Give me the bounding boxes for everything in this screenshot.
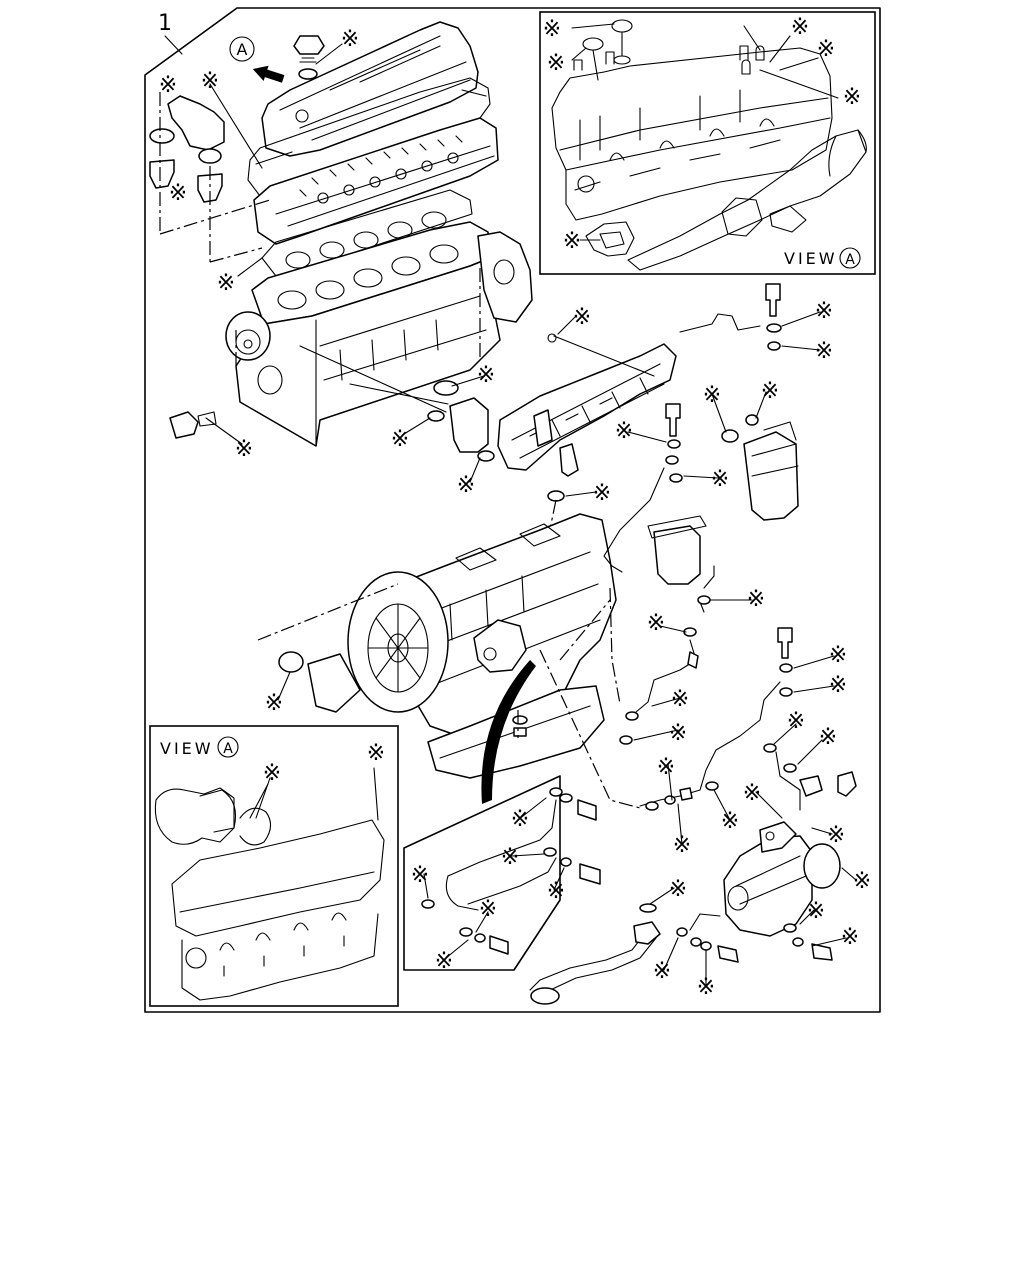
callout-asterisk: ※ (673, 833, 691, 858)
callout-asterisk: ※ (235, 437, 253, 462)
callout-asterisk: ※ (761, 379, 779, 404)
view-a-top-inset: VIEW A (539, 11, 876, 275)
callout-asterisks: ※ ※ ※ ※ ※ ※ ※ ※ ※ ※ ※ ※ ※ ※ ※ ※ ※ ※ ※ ※ … (159, 15, 871, 1000)
callout-asterisk: ※ (787, 709, 805, 734)
callout-asterisk: ※ (829, 673, 847, 698)
view-a-callout: A (229, 36, 285, 83)
view-direction-arrow (252, 65, 285, 83)
callout-asterisk: ※ (457, 473, 475, 498)
callout-asterisk: ※ (411, 863, 429, 888)
callout-letter: A (237, 40, 248, 59)
callout-asterisk: ※ (671, 687, 689, 712)
callout-asterisk: ※ (853, 869, 871, 894)
callout-asterisk: ※ (807, 899, 825, 924)
callout-asterisk: ※ (657, 755, 675, 780)
callout-asterisk: ※ (615, 419, 633, 444)
callout-asterisk: ※ (841, 925, 859, 950)
callout-asterisk: ※ (593, 481, 611, 506)
callout-asterisk: ※ (573, 305, 591, 330)
callout-asterisk: ※ (435, 949, 453, 974)
air-compressor (529, 821, 841, 1005)
callout-asterisk: ※ (747, 587, 765, 612)
engine-block-assembly (149, 21, 533, 462)
pipe-subassembly-arrow (481, 660, 536, 804)
callout-asterisk: ※ (653, 959, 671, 984)
callout-asterisk: ※ (201, 69, 219, 94)
item-number: 1 (158, 11, 172, 36)
callout-asterisk: ※ (159, 73, 177, 98)
view-a-bottom-letter: A (223, 741, 233, 757)
item-leader (164, 35, 183, 55)
callout-asterisk: ※ (217, 271, 235, 296)
callout-asterisk: ※ (547, 879, 565, 904)
view-a-top-letter: A (845, 252, 855, 268)
callout-asterisk: ※ (341, 27, 359, 52)
callout-asterisk: ※ (791, 15, 809, 40)
callout-asterisk: ※ (829, 643, 847, 668)
pipe-subassembly-inset (403, 775, 601, 971)
callout-asterisk: ※ (563, 229, 581, 254)
callout-asterisk: ※ (501, 845, 519, 870)
callout-asterisk: ※ (819, 725, 837, 750)
callout-asterisk: ※ (511, 807, 529, 832)
callout-asterisk: ※ (263, 761, 281, 786)
callout-asterisk: ※ (721, 809, 739, 834)
callout-leaders (205, 43, 857, 987)
callout-asterisk: ※ (669, 877, 687, 902)
callout-asterisk: ※ (391, 427, 409, 452)
callout-asterisk: ※ (169, 181, 187, 206)
view-a-bottom-inset: VIEW A (149, 725, 399, 1007)
view-a-bottom-label: VIEW (160, 739, 214, 758)
callout-asterisk: ※ (697, 975, 715, 1000)
callout-asterisk: ※ (477, 363, 495, 388)
callout-asterisk: ※ (479, 897, 497, 922)
callout-asterisk: ※ (265, 691, 283, 716)
diagram-frame (144, 7, 881, 1013)
callout-asterisk: ※ (815, 299, 833, 324)
callout-asterisk: ※ (815, 339, 833, 364)
callout-asterisk: ※ (827, 823, 845, 848)
lower-engine-assembly (257, 513, 617, 804)
callout-asterisk: ※ (743, 781, 761, 806)
callout-asterisk: ※ (711, 467, 729, 492)
callout-asterisk: ※ (703, 383, 721, 408)
callout-asterisk: ※ (647, 611, 665, 636)
callout-asterisk: ※ (543, 17, 561, 42)
callout-asterisk: ※ (367, 741, 385, 766)
callout-asterisk: ※ (817, 37, 835, 62)
callout-asterisk: ※ (669, 721, 687, 746)
intake-manifold (497, 333, 677, 559)
view-a-top-label: VIEW (784, 249, 838, 268)
callout-asterisk: ※ (547, 51, 565, 76)
callout-asterisk: ※ (843, 85, 861, 110)
filters-and-fuel-lines (539, 283, 857, 811)
